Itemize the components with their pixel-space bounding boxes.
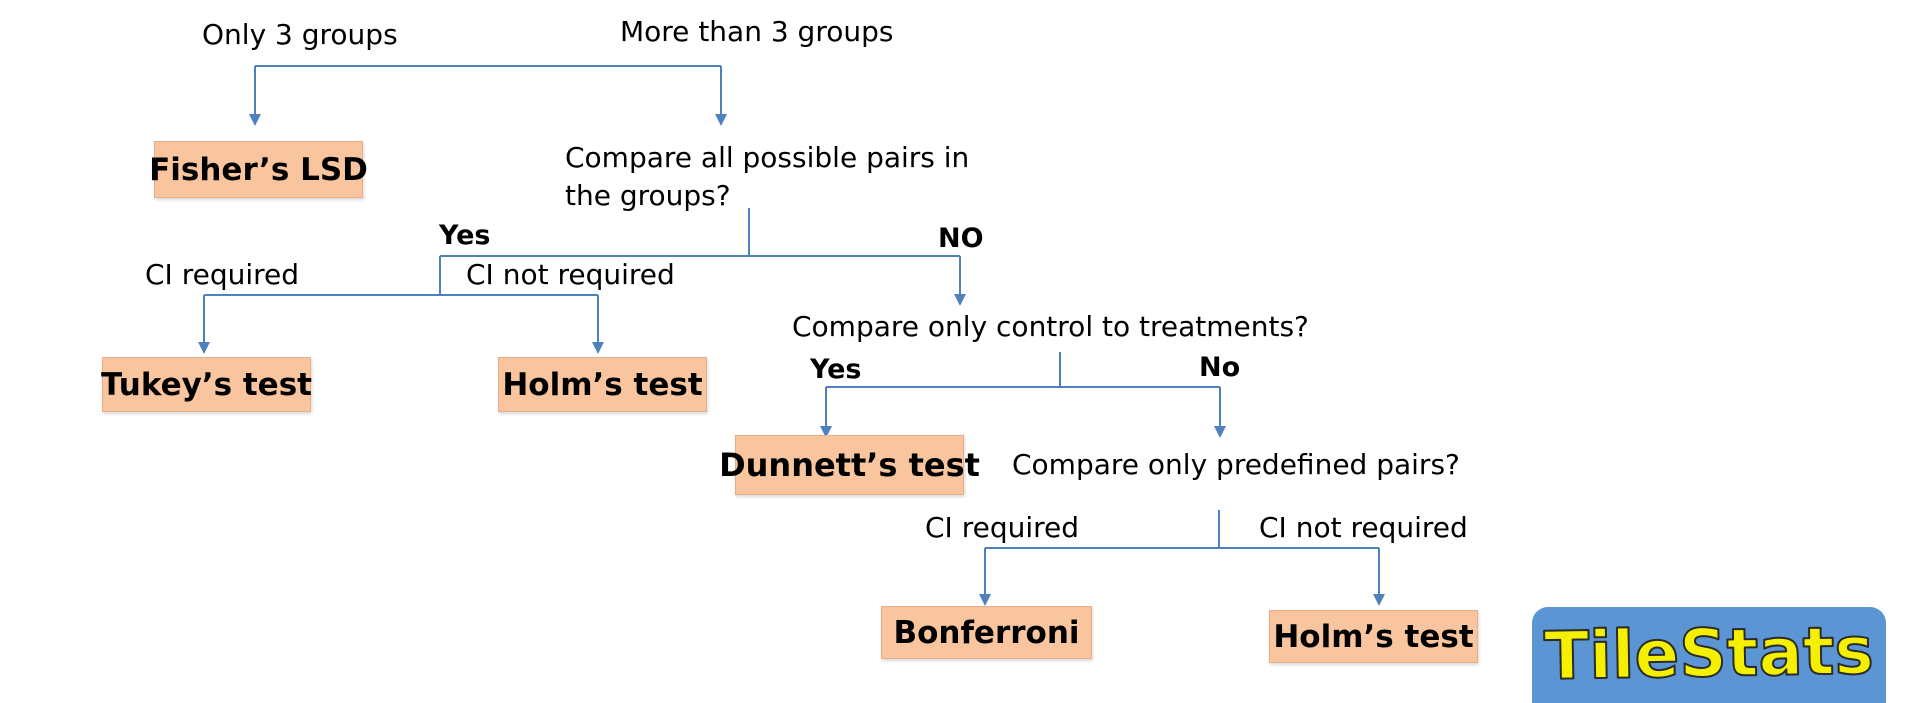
no-all-pairs-label: NO [938,223,984,254]
yes-all-pairs-label: Yes [439,220,491,251]
ci-required-label-2: CI required [925,511,1080,544]
tukeys-test-box: Tukey’s test [101,357,312,412]
more-than-three-groups-label: More than 3 groups [620,15,894,48]
ci-required-label-1: CI required [145,258,300,291]
arrowhead-holm-2 [1373,594,1385,606]
compare-all-pairs-line-1: Compare all possible pairs in [565,141,970,174]
yes-control-label: Yes [810,354,862,385]
arrowhead-fishers [249,114,261,126]
arrowhead-holm-1 [592,342,604,354]
only-three-groups-label: Only 3 groups [202,18,398,51]
compare-control-question: Compare only control to treatments? [792,310,1309,343]
holms-test-box-1: Holm’s test [498,357,707,412]
no-control-label: No [1199,352,1241,383]
arrowhead-dunnett [820,426,832,438]
arrowhead-compare-predefined [1214,426,1226,438]
ci-not-required-label-2: CI not required [1259,511,1468,544]
arrowhead-tukey [198,342,210,354]
dunnetts-test-box: Dunnett’s test [719,435,980,495]
tilestats-logo-wordmark: TileStats [1543,611,1876,696]
svg-text:TileStats: TileStats [1544,612,1875,695]
bonferroni-box: Bonferroni [881,606,1092,659]
compare-all-pairs-line-2: the groups? [565,179,731,212]
compare-predefined-question: Compare only predefined pairs? [1012,448,1460,481]
fishers-lsd-box: Fisher’s LSD [149,141,368,198]
arrowhead-compare-all [715,114,727,126]
tilestats-logo: TileStats [1532,607,1886,703]
holms-test-box-2: Holm’s test [1269,610,1478,663]
arrowhead-bonferroni [979,594,991,606]
compare-all-pairs-question: Compare all possible pairs in the groups… [565,139,985,215]
arrowhead-compare-control [954,294,966,306]
ci-not-required-label-1: CI not required [466,258,675,291]
